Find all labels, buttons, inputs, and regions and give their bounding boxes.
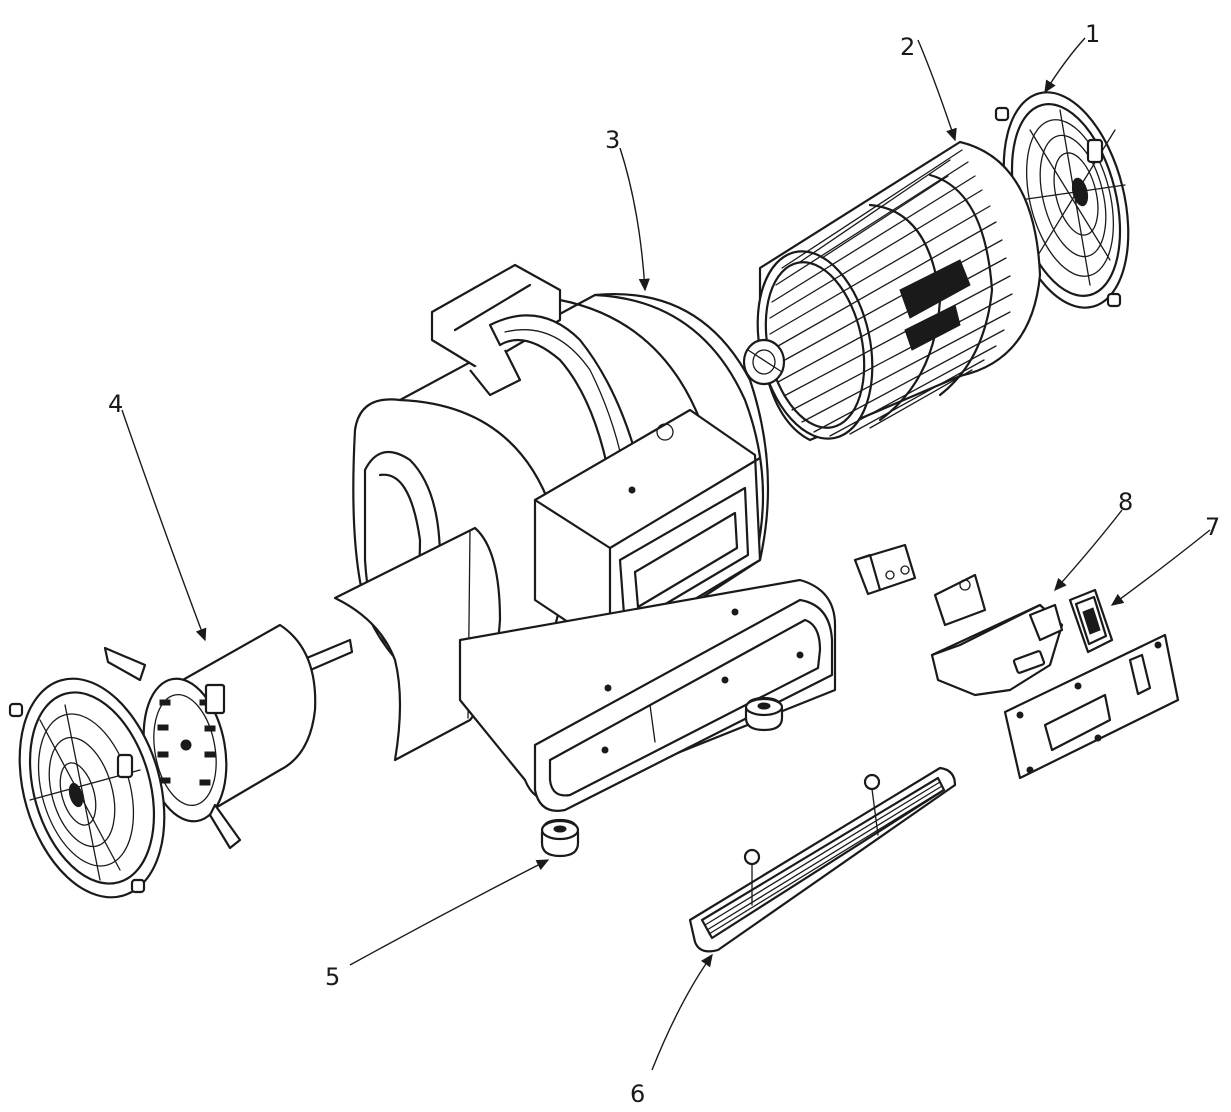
control-bracket xyxy=(930,573,1064,697)
callout-7: 7 xyxy=(1205,513,1220,541)
callout-6: 6 xyxy=(630,1080,645,1108)
callout-8: 8 xyxy=(1118,488,1133,516)
control-panel-plate xyxy=(1003,633,1180,780)
motor-assembly xyxy=(103,623,354,850)
callout-1: 1 xyxy=(1085,20,1100,48)
callout-labels: 1 2 3 4 5 6 7 8 xyxy=(108,20,1220,1108)
rubber-foot-2 xyxy=(744,696,784,732)
callout-2: 2 xyxy=(900,33,915,61)
blower-wheel xyxy=(742,140,1042,442)
rubber-foot xyxy=(540,818,580,858)
callout-4: 4 xyxy=(108,390,123,418)
capacitor xyxy=(853,543,917,596)
callout-3: 3 xyxy=(605,126,620,154)
callout-5: 5 xyxy=(325,963,340,991)
front-grille xyxy=(8,677,166,899)
blower-housing xyxy=(333,263,837,812)
vent-grille xyxy=(688,766,957,953)
rocker-switch xyxy=(1068,588,1114,654)
leader-lines xyxy=(121,37,1211,1071)
